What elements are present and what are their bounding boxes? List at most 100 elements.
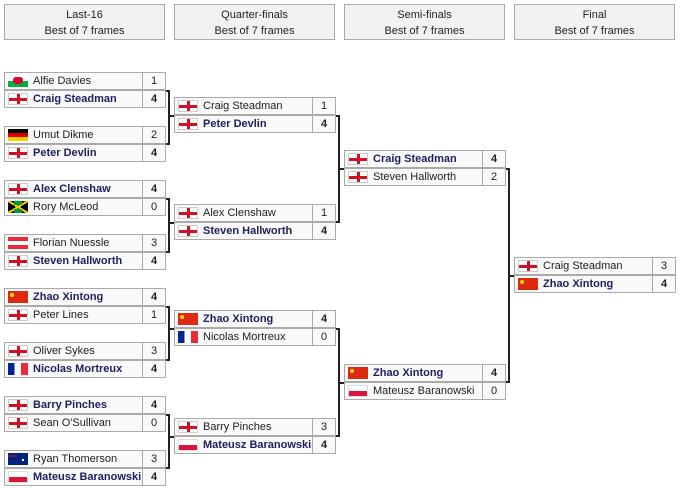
- flag-england-icon: [178, 100, 198, 112]
- bracket-connector: [508, 275, 514, 277]
- player-row: Alex Clenshaw 1: [174, 204, 336, 222]
- player-score: 4: [653, 275, 676, 293]
- player-name-link[interactable]: Florian Nuessle: [33, 237, 110, 249]
- player-score: 2: [143, 126, 166, 144]
- flag-england-icon: [178, 225, 198, 237]
- bracket-connector: [506, 381, 510, 383]
- player-score: 4: [313, 222, 336, 240]
- player-name-link[interactable]: Peter Devlin: [33, 147, 97, 159]
- player-name-link[interactable]: Craig Steadman: [543, 260, 623, 272]
- bracket-connector: [166, 143, 170, 145]
- player-name-cell: Peter Lines: [4, 306, 143, 324]
- player-name-link[interactable]: Steven Hallworth: [203, 225, 293, 237]
- player-name-link[interactable]: Barry Pinches: [33, 399, 107, 411]
- player-name-link[interactable]: Craig Steadman: [33, 93, 117, 105]
- bracket-connector: [168, 436, 174, 438]
- player-name-cell: Zhao Xintong: [344, 364, 483, 382]
- round-subtitle: Best of 7 frames: [384, 25, 465, 37]
- player-name-cell: Mateusz Baranowski: [174, 436, 313, 454]
- player-score: 3: [143, 234, 166, 252]
- player-name-link[interactable]: Alex Clenshaw: [33, 183, 111, 195]
- player-score: 2: [483, 168, 506, 186]
- flag-england-icon: [178, 421, 198, 433]
- player-name-link[interactable]: Mateusz Baranowski: [373, 385, 475, 397]
- player-score: 3: [143, 450, 166, 468]
- flag-china-icon: [518, 278, 538, 290]
- player-name-cell: Steven Hallworth: [4, 252, 143, 270]
- player-row: Florian Nuessle 3: [4, 234, 166, 252]
- player-name-link[interactable]: Steven Hallworth: [373, 171, 457, 183]
- bracket-connector: [166, 467, 170, 469]
- player-row: Craig Steadman 3: [514, 257, 676, 275]
- player-score: 4: [143, 468, 166, 486]
- flag-jamaica-icon: [8, 201, 28, 213]
- player-row: Umut Dikme 2: [4, 126, 166, 144]
- player-name-link[interactable]: Ryan Thomerson: [33, 453, 118, 465]
- player-name-cell: Florian Nuessle: [4, 234, 143, 252]
- player-score: 0: [143, 414, 166, 432]
- player-name-link[interactable]: Zhao Xintong: [203, 313, 274, 325]
- bracket-connector: [168, 222, 174, 224]
- player-name-link[interactable]: Zhao Xintong: [543, 278, 614, 290]
- bracket-connector: [168, 414, 170, 468]
- flag-germany-icon: [8, 129, 28, 141]
- player-name-link[interactable]: Craig Steadman: [203, 100, 283, 112]
- player-name-link[interactable]: Mateusz Baranowski: [203, 439, 312, 451]
- bracket-connector: [168, 198, 170, 252]
- round-subtitle: Best of 7 frames: [44, 25, 125, 37]
- flag-poland-icon: [178, 439, 198, 451]
- player-name-link[interactable]: Alfie Davies: [33, 75, 92, 87]
- player-name-link[interactable]: Steven Hallworth: [33, 255, 123, 267]
- player-score: 3: [143, 342, 166, 360]
- player-name-link[interactable]: Nicolas Mortreux: [33, 363, 123, 375]
- player-name-link[interactable]: Umut Dikme: [33, 129, 94, 141]
- player-name-link[interactable]: Mateusz Baranowski: [33, 471, 142, 483]
- flag-australia-icon: [8, 453, 28, 465]
- player-name-link[interactable]: Sean O'Sullivan: [33, 417, 111, 429]
- player-name-link[interactable]: Rory McLeod: [33, 201, 99, 213]
- player-name-link[interactable]: Peter Devlin: [203, 118, 267, 130]
- player-score: 4: [313, 436, 336, 454]
- player-name-link[interactable]: Nicolas Mortreux: [203, 331, 286, 343]
- flag-england-icon: [178, 118, 198, 130]
- flag-france-icon: [178, 331, 198, 343]
- round-subtitle: Best of 7 frames: [554, 25, 635, 37]
- player-name-link[interactable]: Zhao Xintong: [373, 367, 444, 379]
- round-title: Semi-finals: [397, 9, 452, 21]
- bracket-connector: [166, 90, 170, 92]
- bracket-connector: [166, 198, 170, 200]
- player-name-cell: Steven Hallworth: [174, 222, 313, 240]
- player-name-cell: Alfie Davies: [4, 72, 143, 90]
- player-name-link[interactable]: Craig Steadman: [373, 153, 457, 165]
- bracket-connector: [168, 306, 170, 360]
- player-name-cell: Nicolas Mortreux: [174, 328, 313, 346]
- player-name-cell: Zhao Xintong: [174, 310, 313, 328]
- player-name-link[interactable]: Barry Pinches: [203, 421, 272, 433]
- player-row: Sean O'Sullivan 0: [4, 414, 166, 432]
- player-name-link[interactable]: Peter Lines: [33, 309, 89, 321]
- player-name-link[interactable]: Oliver Sykes: [33, 345, 95, 357]
- player-score: 4: [483, 364, 506, 382]
- bracket-connector: [506, 168, 510, 170]
- player-score: 1: [313, 204, 336, 222]
- player-name-cell: Steven Hallworth: [344, 168, 483, 186]
- bracket-connector: [168, 90, 170, 144]
- player-name-link[interactable]: Alex Clenshaw: [203, 207, 276, 219]
- flag-england-icon: [348, 153, 368, 165]
- player-score: 3: [653, 257, 676, 275]
- player-name-cell: Zhao Xintong: [4, 288, 143, 306]
- bracket-connector: [336, 435, 340, 437]
- player-name-link[interactable]: Zhao Xintong: [33, 291, 104, 303]
- player-score: 1: [143, 72, 166, 90]
